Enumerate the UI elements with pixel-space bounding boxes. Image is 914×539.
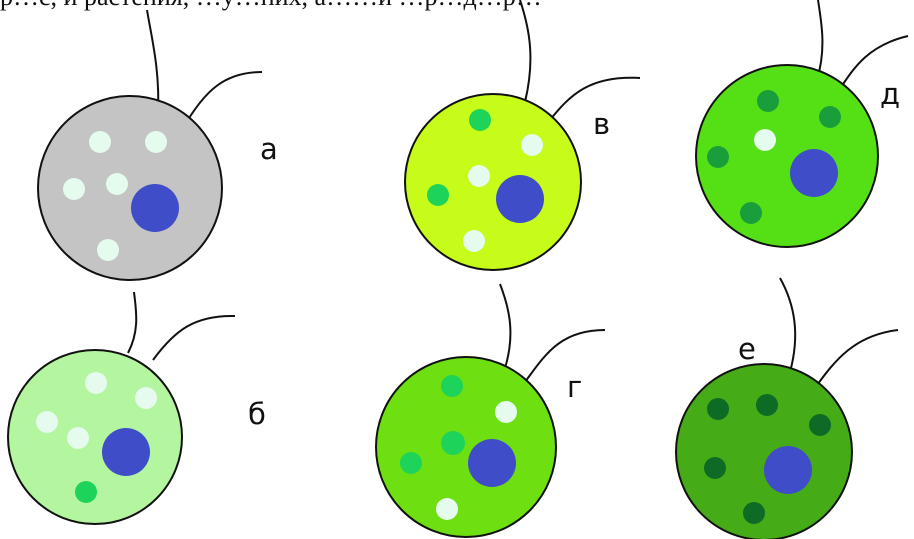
cell-e: е: [675, 277, 899, 539]
cell-membrane: [375, 356, 557, 538]
grain: [135, 387, 157, 409]
grain: [809, 414, 831, 436]
flagellum-long: [816, 0, 824, 81]
grain: [757, 90, 779, 112]
label-g: г: [567, 370, 582, 404]
cell-v: в: [404, 0, 641, 271]
nucleus: [468, 439, 516, 487]
grain: [89, 131, 111, 153]
grain: [468, 165, 490, 187]
label-e: е: [738, 332, 756, 366]
flagellum-long: [127, 291, 138, 354]
grain: [707, 398, 729, 420]
label-b: б: [248, 397, 266, 431]
grain: [436, 498, 458, 520]
grain: [145, 131, 167, 153]
grain: [75, 481, 97, 503]
grain: [704, 457, 726, 479]
nucleus: [102, 428, 150, 476]
grain: [743, 502, 765, 524]
flagellum-long: [779, 277, 797, 373]
flagellum-long: [519, 0, 532, 103]
label-v: в: [593, 107, 610, 141]
grain: [463, 230, 485, 252]
grain: [754, 129, 776, 151]
grain: [427, 184, 449, 206]
cell-membrane: [37, 95, 223, 281]
cropped-top-text: р…с, и растения, …у…них, а……и …р…д…р…: [0, 0, 914, 12]
grain: [756, 394, 778, 416]
cell-d: д: [695, 0, 909, 248]
cell-g: г: [375, 283, 606, 538]
nucleus: [131, 184, 179, 232]
flagellum-long: [499, 283, 512, 369]
nucleus: [790, 149, 838, 197]
flagellum-short: [524, 329, 606, 383]
grain: [36, 411, 58, 433]
nucleus: [764, 446, 812, 494]
flagellum-short: [152, 314, 236, 361]
label-a: а: [260, 132, 278, 166]
grain: [63, 178, 85, 200]
nucleus: [496, 175, 544, 223]
grain: [521, 134, 543, 156]
grain: [707, 146, 729, 168]
flagellum-short: [814, 329, 899, 389]
grain: [400, 452, 422, 474]
label-d: д: [880, 77, 900, 111]
grain: [441, 375, 463, 397]
grain: [106, 173, 128, 195]
grain: [85, 372, 107, 394]
flagellum-short: [182, 71, 263, 129]
grain: [740, 202, 762, 224]
grain: [495, 401, 517, 423]
grain: [469, 109, 491, 131]
grain: [441, 431, 465, 455]
cell-membrane: [404, 93, 582, 271]
grain: [67, 427, 89, 449]
cell-a: а: [37, 9, 278, 281]
cell-b: б: [7, 291, 266, 525]
flagellum-short: [549, 76, 641, 121]
grain: [97, 239, 119, 261]
grain: [819, 106, 841, 128]
